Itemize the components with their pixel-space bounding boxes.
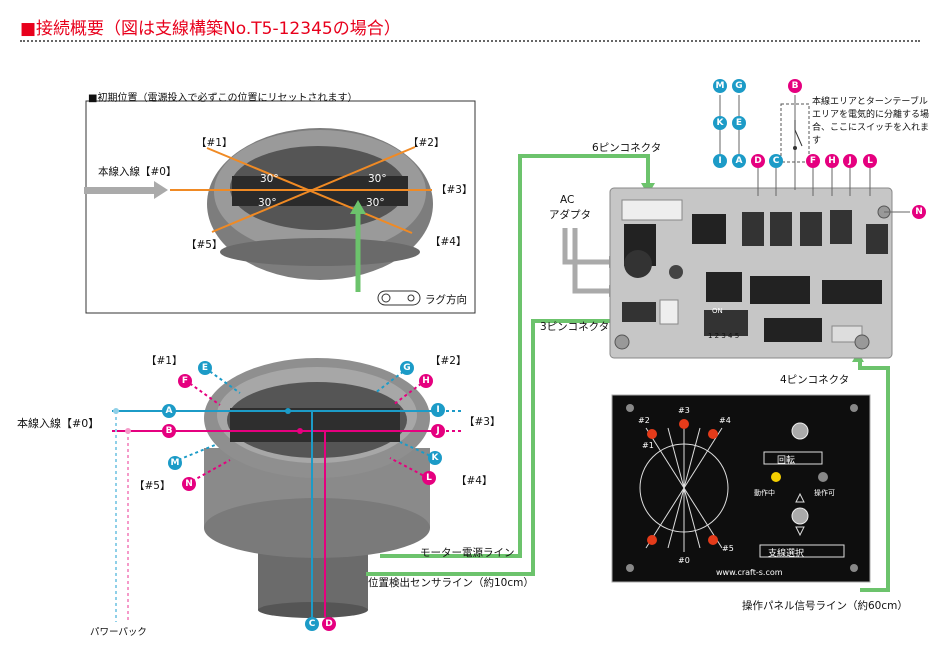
badge-f: F (178, 374, 192, 388)
orange-guide-lines (170, 146, 432, 234)
board-badge-c: C (769, 154, 783, 168)
badge-k: K (428, 451, 442, 465)
ac-adapter-label-line2: アダプタ (549, 209, 591, 221)
3pin-connector-label: 3ピンコネクタ (540, 321, 610, 333)
tt-label-4: 【#4】 (456, 475, 493, 487)
angle-label-4: 30° (366, 197, 385, 209)
dip-switch-on-label: ON (712, 307, 723, 315)
dip-switch-numbers: 1 2 3 4 5 (708, 332, 740, 340)
angle-label-2: 30° (368, 173, 387, 185)
badge-i: I (431, 403, 445, 417)
tt-label-3: 【#3】 (464, 416, 501, 428)
operation-panel (611, 394, 871, 583)
panel-label-1: 【#1】 (196, 137, 233, 149)
badge-m: M (168, 456, 182, 470)
active-indicator-label: 動作中 (754, 489, 775, 497)
badge-l: L (422, 471, 436, 485)
badge-h: H (419, 374, 433, 388)
panel-track-0: #0 (678, 556, 690, 565)
badge-b: B (162, 424, 176, 438)
angle-label-3: 30° (258, 197, 277, 209)
badge-d-bottom: D (322, 617, 336, 631)
lug-direction-label: ラグ方向 (425, 294, 467, 306)
panel-url: www.craft-s.com (716, 568, 783, 577)
board-badge-k: K (713, 116, 727, 130)
tt-label-2: 【#2】 (430, 355, 467, 367)
board-badge-g: G (732, 79, 746, 93)
panel-track-1: #1 (642, 441, 654, 450)
badge-c-bottom: C (305, 617, 319, 631)
panel-track-5: #5 (722, 544, 734, 553)
board-badge-n: N (912, 205, 926, 219)
panel-track-2: #2 (638, 416, 650, 425)
panel-track-4: #4 (719, 416, 731, 425)
sensor-line-label: 位置検出センサライン（約10cm） (368, 577, 534, 589)
board-badge-d: D (751, 154, 765, 168)
badge-e: E (198, 361, 212, 375)
board-badge-b: B (788, 79, 802, 93)
ready-indicator-label: 操作可 (814, 489, 835, 497)
green-wires (366, 154, 890, 592)
control-line-label: 操作パネル信号ライン（約60cm） (742, 600, 908, 612)
panel-label-5: 【#5】 (186, 239, 223, 251)
board-badge-i: I (713, 154, 727, 168)
badge-g: G (400, 361, 414, 375)
board-badge-a: A (732, 154, 746, 168)
4pin-connector-label: 4ピンコネクタ (780, 374, 850, 386)
badge-n: N (182, 477, 196, 491)
page-title: ■接続概要（図は支線構築No.T5-12345の場合） (20, 19, 401, 39)
panel-label-2: 【#2】 (408, 137, 445, 149)
ac-adapter-label-line1: AC (560, 194, 575, 206)
switch-note: 本線エリアとターンテーブルエリアを電気的に分離する場合、ここにスイッチを入れます (812, 97, 930, 146)
tt-label-1: 【#1】 (146, 355, 183, 367)
board-badge-h: H (825, 154, 839, 168)
badge-a: A (162, 404, 176, 418)
board-badge-e: E (732, 116, 746, 130)
board-badge-f: F (806, 154, 820, 168)
title-divider (20, 40, 920, 42)
panel-label-3: 【#3】 (436, 184, 473, 196)
power-pack-label: パワーパック (90, 627, 147, 638)
board-badge-m: M (713, 79, 727, 93)
initial-position-caption: ■初期位置（電源投入で必ずこの位置にリセットされます） (88, 93, 358, 104)
6pin-connector-label: 6ピンコネクタ (592, 142, 662, 154)
angle-label-1: 30° (260, 173, 279, 185)
branch-select-label: 支線選択 (768, 549, 805, 559)
panel-main-track-label: 本線入線【#0】 (98, 166, 177, 178)
panel-track-3: #3 (678, 406, 690, 415)
badge-j: J (431, 424, 445, 438)
panel-label-4: 【#4】 (430, 236, 467, 248)
board-badge-l: L (863, 154, 877, 168)
tt-label-5: 【#5】 (134, 480, 171, 492)
board-badge-j: J (843, 154, 857, 168)
tt-main-track-label: 本線入線【#0】 (17, 417, 100, 430)
motor-line-label: モーター電源ライン (420, 547, 515, 559)
rotate-label: 回転 (777, 456, 796, 466)
